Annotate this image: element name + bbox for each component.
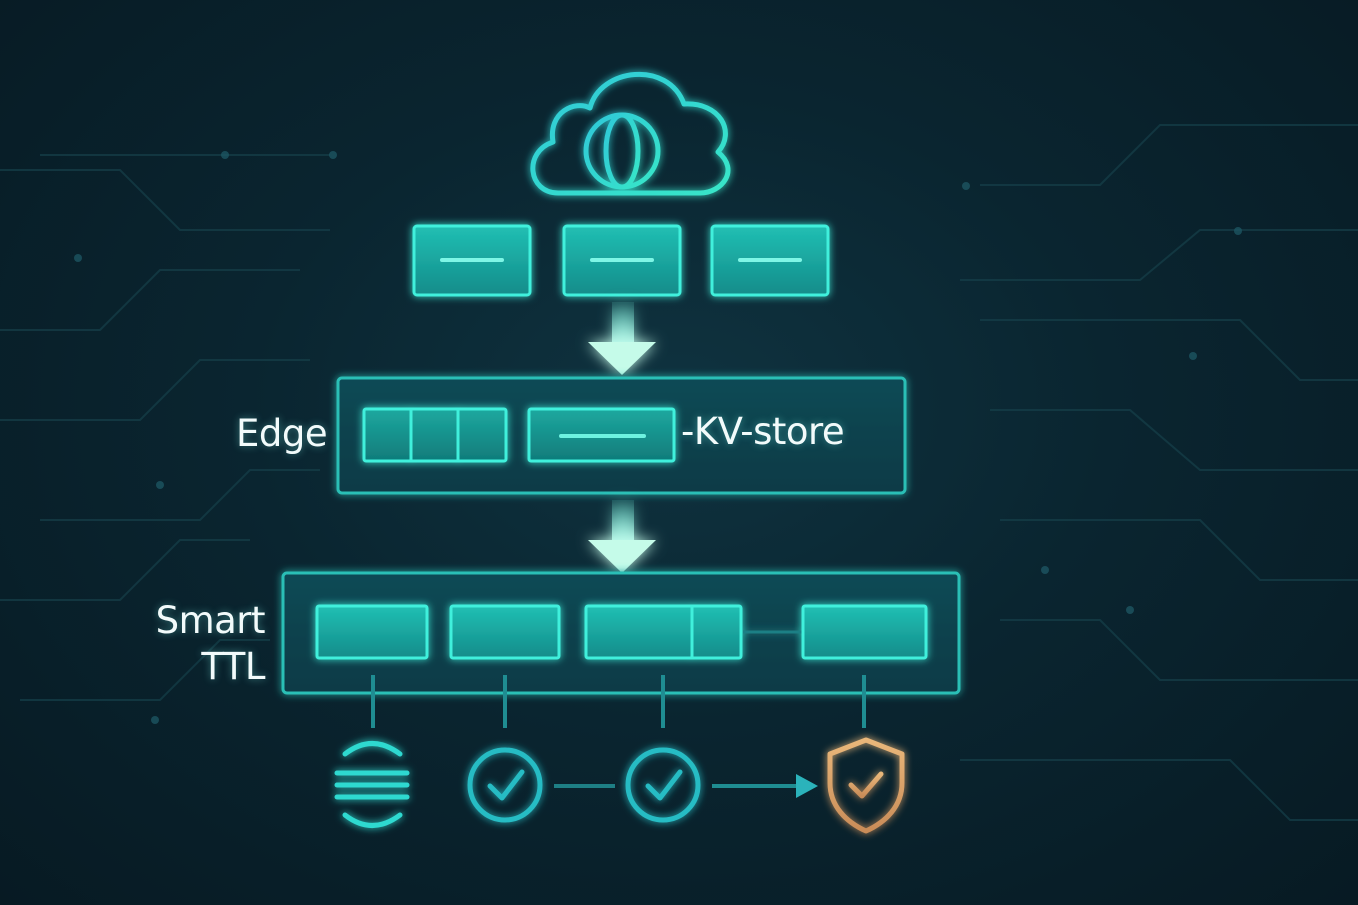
flow-arrow-down-icon (588, 302, 656, 375)
edge-segmented-block (362, 407, 508, 463)
cloud-globe-icon (530, 71, 731, 196)
smart-ttl-panel (281, 571, 961, 695)
top-node-1 (412, 224, 532, 297)
top-node-3 (710, 224, 830, 297)
check-circle-icon (467, 747, 543, 823)
status-drop-lines (371, 675, 866, 728)
top-node-2 (562, 224, 682, 297)
smart-ttl-label-line2: TTL (201, 645, 265, 688)
background-circuit-lines (0, 124, 1358, 821)
edge-label: Edge (236, 412, 328, 455)
arrow-right-icon (712, 774, 818, 798)
ttl-block-1 (315, 604, 429, 660)
kv-store-label: -KV-store (681, 410, 845, 453)
background-circuit-nodes (74, 151, 1242, 724)
sync-icon (334, 741, 410, 828)
ttl-block-2 (449, 604, 561, 660)
shield-check-icon (827, 737, 905, 834)
smart-ttl-label: Smart TTL (155, 598, 266, 690)
kv-store-block (527, 407, 676, 463)
flow-arrow-down-icon (588, 500, 656, 573)
ttl-block-3 (584, 604, 743, 660)
top-node-row (412, 224, 830, 297)
check-circle-icon (625, 747, 701, 823)
ttl-block-4 (801, 604, 928, 660)
smart-ttl-label-line1: Smart (155, 599, 266, 642)
edge-panel (336, 376, 907, 495)
